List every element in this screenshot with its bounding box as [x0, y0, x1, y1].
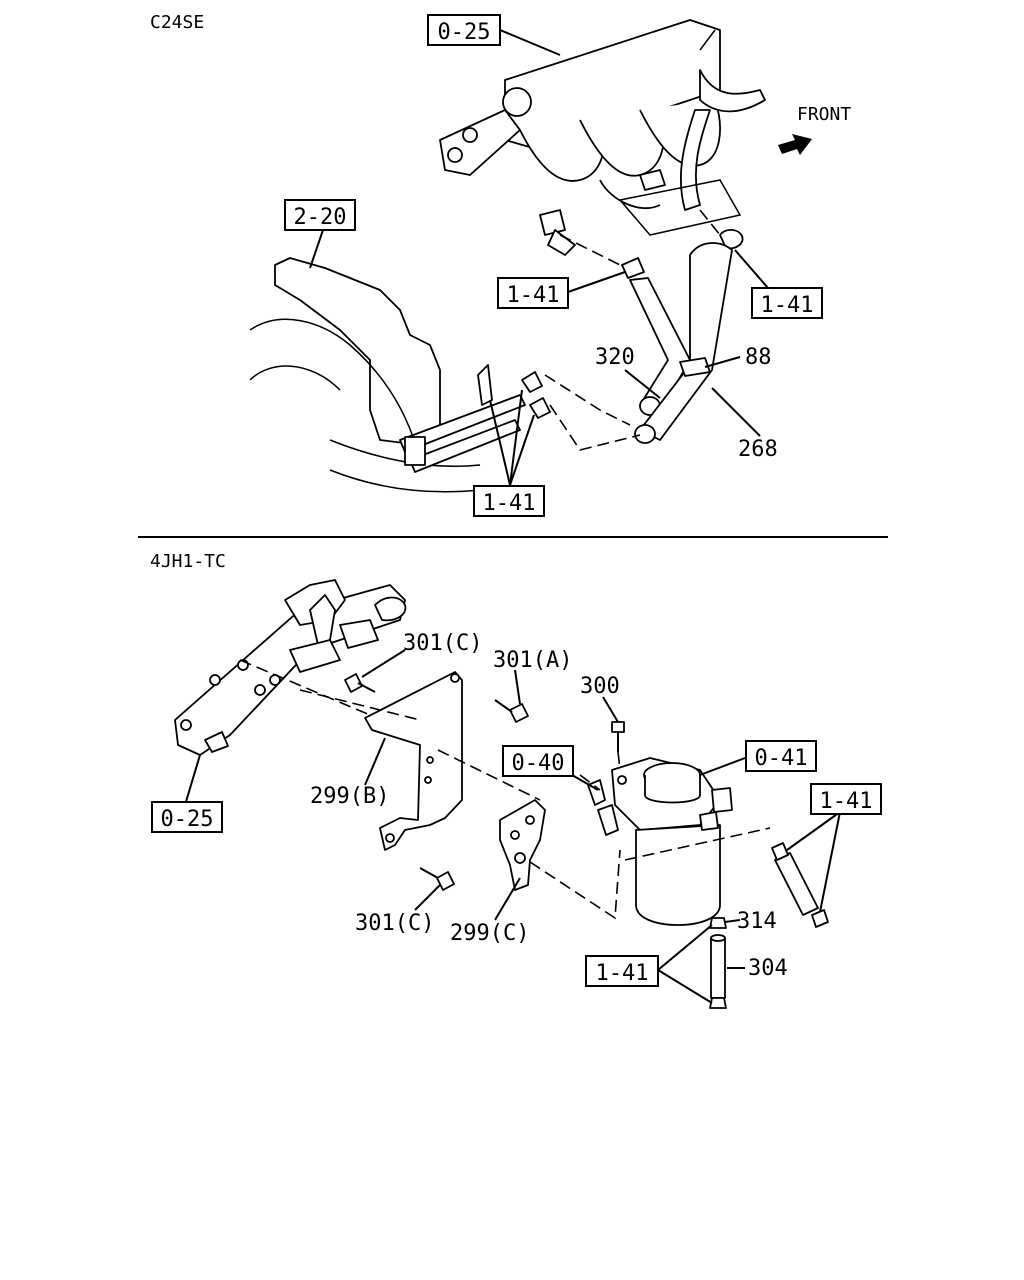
ref-box-1-41-c — [473, 485, 545, 517]
part-301a: 301(A) — [493, 648, 572, 673]
hose-304 — [709, 917, 727, 1009]
ref-0-25-bottom: 0-25 — [161, 807, 214, 832]
part-88: 88 — [745, 345, 772, 370]
leader-2-20 — [309, 229, 324, 269]
leader-314 — [724, 919, 741, 923]
ref-1-41-d: 1-41 — [820, 789, 873, 814]
leader-299c — [494, 877, 521, 921]
leader-0-40 — [571, 774, 599, 791]
ref-1-41-b: 1-41 — [761, 293, 814, 318]
front-arrow-icon — [778, 134, 812, 155]
part-301c-lower: 301(C) — [355, 911, 434, 936]
leader-0-25-top — [499, 29, 561, 56]
leader-1-41-b — [734, 249, 769, 289]
leader-1-41-c2 — [509, 389, 523, 486]
bolt-301c-lower — [419, 867, 455, 891]
ref-2-20: 2-20 — [294, 205, 347, 230]
hose-314 — [771, 842, 829, 928]
leader-1-41-e1 — [657, 924, 713, 971]
part-299c: 299(C) — [450, 921, 529, 946]
transmission-housing-drawing — [249, 257, 526, 493]
part-268: 268 — [738, 437, 778, 462]
leader-301c-upper — [361, 649, 406, 678]
leader-88 — [704, 356, 741, 368]
bracket-299b — [364, 671, 463, 851]
ref-box-2-20 — [284, 199, 356, 231]
ref-1-41-e: 1-41 — [596, 961, 649, 986]
leader-300 — [602, 696, 619, 723]
leader-0-25-bottom — [184, 754, 201, 806]
hose-268 — [634, 242, 733, 444]
ref-box-0-25-bottom — [151, 801, 223, 833]
ref-box-1-41-a — [497, 277, 569, 309]
part-304: 304 — [748, 956, 788, 981]
leader-1-41-d1 — [786, 811, 841, 851]
manifold-bottom-drawing — [174, 579, 407, 756]
intake-manifold-drawing — [439, 19, 766, 256]
part-320: 320 — [595, 345, 635, 370]
routing-lines-top — [544, 209, 721, 451]
ref-box-1-41-e — [585, 955, 659, 987]
ref-1-41-c: 1-41 — [483, 491, 536, 516]
part-301c-upper: 301(C) — [403, 631, 482, 656]
ref-0-25-top: 0-25 — [438, 20, 491, 45]
bolt-300 — [611, 721, 625, 752]
leader-0-41 — [699, 757, 746, 776]
leader-1-41-c1 — [489, 399, 511, 486]
part-300: 300 — [580, 674, 620, 699]
ref-box-1-41-b — [751, 287, 823, 319]
leader-268 — [711, 387, 761, 437]
bolt-301c-upper — [344, 673, 376, 693]
leader-1-41-d2 — [819, 811, 841, 913]
engine-label-c24se: C24SE — [150, 12, 204, 33]
leader-1-41-a — [567, 271, 626, 293]
ref-box-0-40 — [502, 745, 574, 777]
bolt-301a — [494, 699, 529, 723]
ref-0-41: 0-41 — [755, 746, 808, 771]
fuel-filter-assembly — [611, 757, 733, 926]
leader-301a — [514, 669, 521, 705]
leader-1-41-e2 — [657, 969, 713, 1004]
ref-box-0-25-top — [427, 14, 501, 46]
ref-1-41-a: 1-41 — [507, 283, 560, 308]
ref-0-40: 0-40 — [512, 751, 565, 776]
part-314: 314 — [737, 909, 777, 934]
part-299b: 299(B) — [310, 784, 389, 809]
leader-320 — [624, 369, 661, 399]
leader-299b — [364, 737, 386, 786]
leader-301c-lower — [414, 884, 441, 911]
leader-1-41-c3 — [509, 414, 535, 486]
ref-box-1-41-d — [810, 783, 882, 815]
bracket-299c — [499, 799, 546, 891]
routing-lines-bottom — [239, 659, 771, 920]
front-direction-label: FRONT — [797, 104, 851, 125]
engine-label-4jh1-tc: 4JH1-TC — [150, 551, 226, 572]
ref-box-0-41 — [745, 740, 817, 772]
clamp-88 — [679, 357, 711, 377]
